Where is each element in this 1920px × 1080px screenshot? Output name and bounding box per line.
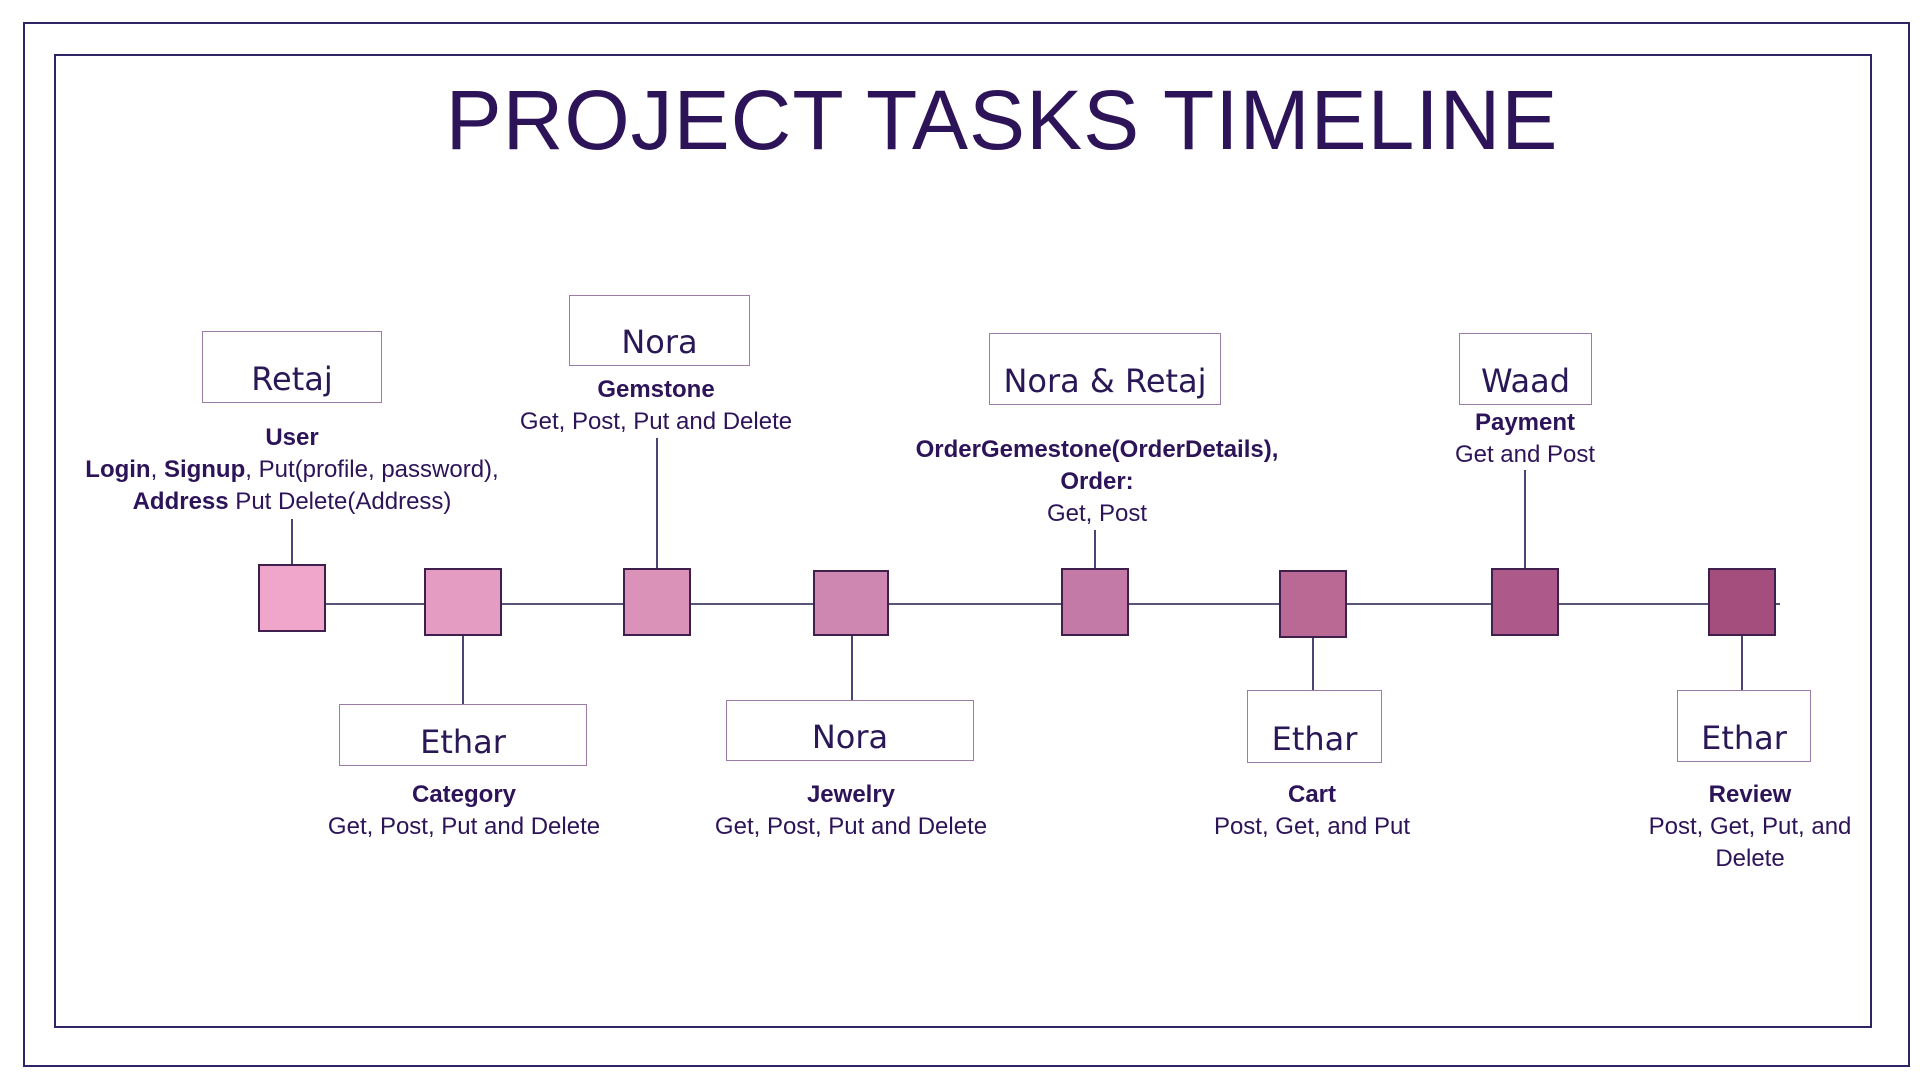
timeline-node-6 [1279,570,1347,638]
task-heading: Category [411,781,517,808]
assignee-name: Nora & Retaj [1003,362,1207,400]
timeline-node-8 [1708,568,1776,636]
assignee-box-4: Nora [726,700,974,761]
connector-7 [1524,470,1526,568]
assignee-box-6: Ethar [1247,690,1382,763]
connector-5 [1094,530,1096,568]
connector-6 [1312,638,1314,690]
task-heading: Jewelry [806,781,896,808]
task-heading: Gemstone [597,376,715,403]
task-text: , Put(profile, password), [245,456,499,483]
task-desc-cart: Cart Post, Get, and Put [1150,779,1474,843]
task-detail: Get and Post [1454,441,1596,468]
task-keyword: Address [132,488,229,515]
timeline-axis [260,603,1780,605]
task-heading: OrderGemestone(OrderDetails), [915,436,1279,463]
task-desc-user: User Login, Signup, Put(profile, passwor… [40,422,544,518]
task-desc-order: OrderGemestone(OrderDetails), Order: Get… [882,434,1312,530]
task-detail: Get, Post [1046,500,1148,527]
assignee-name: Nora [621,323,698,361]
task-keyword: Signup [163,456,246,483]
task-heading: Payment [1474,409,1576,436]
task-detail-2: Delete [1715,845,1785,872]
task-text: , [150,456,164,483]
assignee-box-8: Ethar [1677,690,1811,762]
connector-8 [1741,636,1743,690]
task-detail: Get, Post, Put and Delete [519,408,793,435]
assignee-name: Ethar [420,723,506,761]
assignee-box-2: Ethar [339,704,587,766]
assignee-name: Waad [1480,362,1571,400]
task-desc-payment: Payment Get and Post [1400,407,1650,471]
page-title: PROJECT TASKS TIMELINE [445,73,1559,167]
task-detail: Get, Post, Put and Delete [327,813,601,840]
task-desc-gemstone: Gemstone Get, Post, Put and Delete [494,374,818,438]
timeline-node-2 [424,568,502,636]
timeline-node-7 [1491,568,1559,636]
task-heading: Review [1708,781,1792,808]
task-desc-jewelry: Jewelry Get, Post, Put and Delete [689,779,1013,843]
connector-2 [462,636,464,704]
connector-3 [656,438,658,568]
task-heading-2: Order: [1060,468,1134,495]
timeline-node-1 [258,564,326,632]
assignee-name: Retaj [251,360,333,398]
task-desc-category: Category Get, Post, Put and Delete [302,779,626,843]
assignee-box-5: Nora & Retaj [989,333,1221,405]
connector-1 [291,519,293,564]
assignee-name: Ethar [1701,719,1787,757]
assignee-name: Nora [811,718,889,756]
assignee-box-3: Nora [569,295,750,366]
assignee-box-7: Waad [1459,333,1592,405]
task-heading: User [265,424,319,451]
timeline-node-3 [623,568,691,636]
assignee-box-1: Retaj [202,331,382,403]
outer-frame [23,22,1910,1067]
assignee-name: Ethar [1271,720,1358,758]
task-keyword: Login [85,456,151,483]
task-desc-review: Review Post, Get, Put, and Delete [1610,779,1890,875]
task-text: Put Delete(Address) [228,488,452,515]
task-heading: Cart [1287,781,1336,808]
inner-frame [54,54,1872,1028]
task-detail: Post, Get, Put, and [1648,813,1852,840]
timeline-node-5 [1061,568,1129,636]
task-detail: Get, Post, Put and Delete [714,813,988,840]
timeline-node-4 [813,570,889,636]
connector-4 [851,636,853,700]
task-detail: Post, Get, and Put [1213,813,1411,840]
